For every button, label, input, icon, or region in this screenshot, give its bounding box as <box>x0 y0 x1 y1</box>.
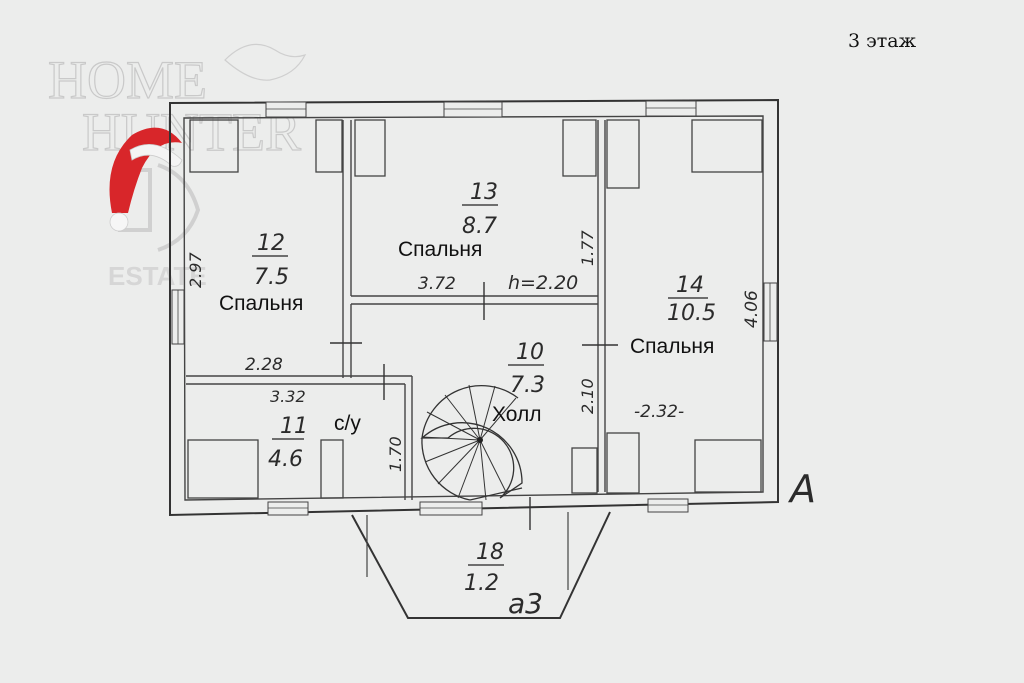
balcony <box>351 511 611 619</box>
room-name: Холл <box>492 403 542 426</box>
room-area: 10.5 <box>667 301 716 326</box>
bird-icon <box>224 43 307 81</box>
room-dimension: 1.70 <box>386 436 405 472</box>
room-dimension: 4.06 <box>742 290 762 328</box>
room-dimension: 2.97 <box>186 252 205 288</box>
room-dimension: 2.28 <box>245 355 283 375</box>
room-name: Спальня <box>630 335 714 358</box>
watermark-hunter-text: HUNTER <box>82 102 301 162</box>
room-area: 7.3 <box>510 373 545 398</box>
outer-walls <box>169 98 779 517</box>
door-marks <box>330 282 618 530</box>
interior-walls <box>186 120 606 500</box>
room-area: 7.5 <box>254 265 289 290</box>
room-number: 10 <box>516 340 544 365</box>
window <box>763 282 778 342</box>
window <box>267 501 309 516</box>
section-letter: A <box>787 467 816 511</box>
window <box>645 100 697 117</box>
room-dimension: h=2.20 <box>508 272 578 294</box>
spiral-staircase-icon <box>420 384 523 501</box>
room-dimension: 3.32 <box>270 387 306 406</box>
watermark-home-text: HOME <box>48 50 207 110</box>
room-18: 18 1.2 <box>464 540 504 596</box>
room-area: 1.2 <box>464 571 499 596</box>
watermark-estate-text: ESTATE <box>108 261 207 291</box>
room-name: Спальня <box>398 238 482 261</box>
room-12: 12 7.5 Спальня 2.97 2.28 <box>186 231 303 375</box>
fixtures <box>187 119 763 499</box>
room-number: 18 <box>476 540 504 565</box>
room-area: 4.6 <box>268 447 303 472</box>
floor-label: 3 этаж <box>848 30 917 52</box>
room-number: 12 <box>257 231 285 256</box>
room-11: 3.32 11 4.6 с/у 1.70 <box>268 387 405 472</box>
room-area: 8.7 <box>462 214 497 239</box>
windows <box>171 100 778 516</box>
window <box>647 498 689 513</box>
room-dimension: 2.10 <box>578 378 597 414</box>
room-dimension: 1.77 <box>578 230 597 266</box>
window <box>419 501 483 516</box>
room-10: 10 7.3 Холл 2.10 <box>492 340 597 426</box>
room-name: Спальня <box>219 292 303 315</box>
room-dimension: -2.32- <box>634 402 684 422</box>
room-number: 13 <box>470 180 498 205</box>
room-name: с/у <box>334 412 361 435</box>
room-13: 13 8.7 Спальня 3.72 h=2.20 1.77 <box>398 180 597 294</box>
room-number: 14 <box>676 273 704 298</box>
balcony-mark: а3 <box>508 587 543 620</box>
window <box>265 101 307 118</box>
room-dimension: 3.72 <box>418 274 456 294</box>
room-number: 11 <box>280 414 308 439</box>
window <box>443 101 503 118</box>
room-14: 14 10.5 Спальня 4.06 -2.32- <box>630 273 762 422</box>
